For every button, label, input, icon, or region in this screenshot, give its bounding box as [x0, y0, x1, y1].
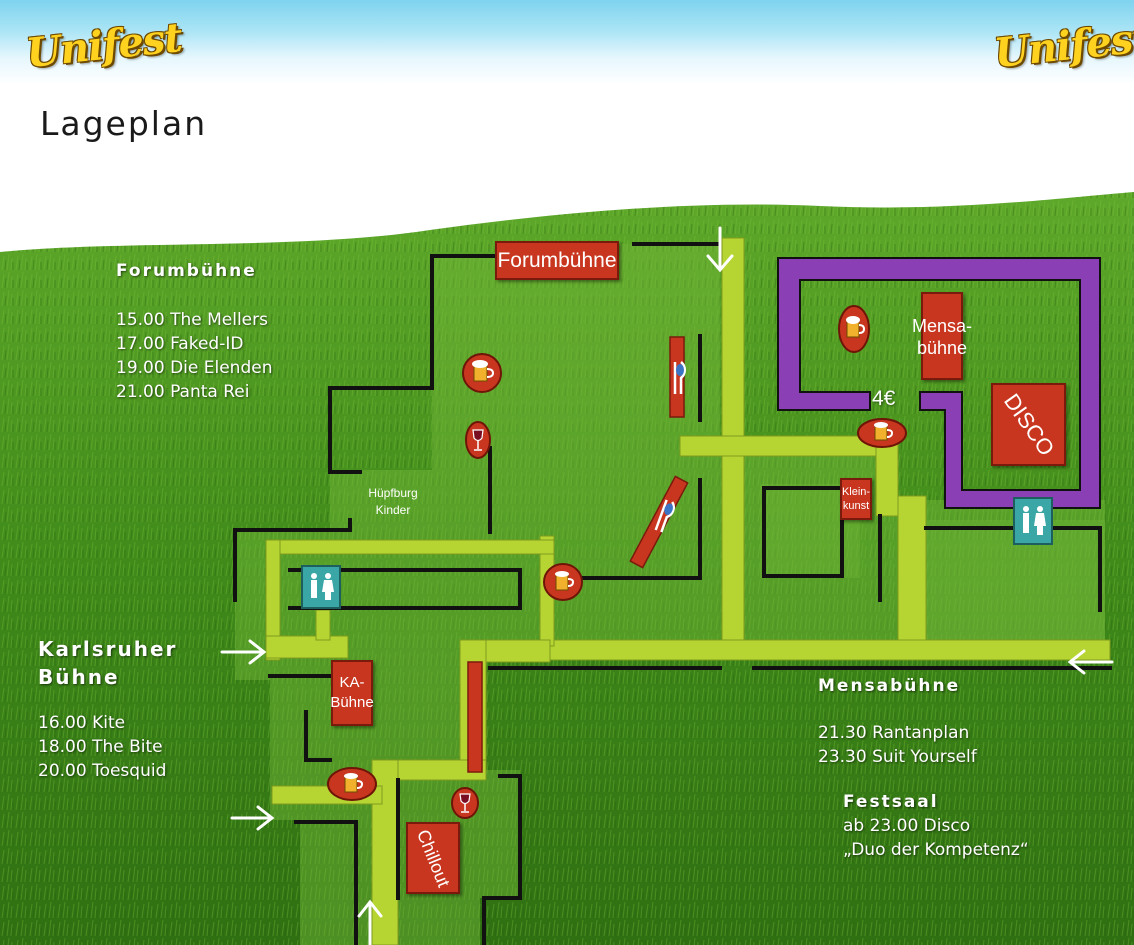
chillout-text: Chillout: [412, 826, 454, 890]
building-walls: [233, 242, 1112, 945]
schedule-item: 21.30 Rantanplan: [818, 723, 970, 743]
label-line: bühne: [916, 338, 968, 358]
beer-icon: [857, 418, 907, 448]
price-label: 4€: [872, 387, 896, 410]
karlsruher-stage-schedule: 16.00 Kite 18.00 The Bite 20.00 Toesquid: [38, 711, 166, 783]
forum-stage-schedule: 15.00 The Mellers 17.00 Faked-ID 19.00 D…: [116, 308, 272, 404]
kleinkunst-label: Klein- kunst: [840, 478, 872, 520]
label-line: kunst: [842, 500, 870, 512]
schedule-item: 17.00 Faked-ID: [116, 334, 244, 354]
disco-text: DISCO: [998, 388, 1060, 460]
ka-buehne-label: KA- Bühne: [330, 660, 374, 726]
schedule-item: 18.00 The Bite: [38, 737, 163, 757]
entrance-arrow-icon: [706, 226, 734, 273]
forumbuehne-label: Forumbühne: [495, 241, 619, 280]
beer-icon: [838, 305, 870, 353]
label-line: KA-: [339, 674, 365, 691]
beer-icon: [462, 353, 502, 393]
schedule-item: 21.00 Panta Rei: [116, 382, 250, 402]
entrance-arrow-icon: [1067, 649, 1114, 675]
schedule-item: 16.00 Kite: [38, 713, 126, 733]
label-line: Mensa-: [911, 316, 973, 336]
schedule-item: 23.30 Suit Yourself: [818, 747, 977, 767]
mensa-stage-schedule: 21.30 Rantanplan 23.30 Suit Yourself: [818, 721, 977, 769]
sky-banner: [0, 0, 1134, 110]
festsaal-schedule: ab 23.00 Disco „Duo der Kompetenz“: [843, 814, 1029, 862]
schedule-item: ab 23.00 Disco: [843, 816, 971, 836]
forum-stage-heading: Forumbühne: [116, 261, 257, 281]
page-title: Lageplan: [40, 104, 208, 143]
karlsruher-stage-heading: Karlsruher Bühne: [38, 635, 177, 691]
toilet-icon: [1013, 497, 1053, 545]
disco-label: DISCO: [991, 383, 1066, 466]
entrance-arrow-icon: [230, 805, 275, 831]
mensabuehne-label: Mensa- bühne: [912, 292, 972, 380]
label-line: Kinder: [375, 503, 411, 517]
mensa-stage-heading: Mensabühne: [818, 676, 961, 696]
label-line: Klein-: [841, 486, 871, 498]
toilet-icon: [301, 565, 341, 609]
cutlery-icon: [654, 499, 675, 533]
schedule-item: „Duo der Kompetenz“: [843, 840, 1029, 860]
huepfburg-kinder-label: Hüpfburg Kinder: [368, 483, 418, 521]
cutlery-icon: [673, 361, 686, 394]
mensa-area: [777, 257, 1101, 509]
chillout-label: Chillout: [406, 822, 460, 894]
heading-line: Bühne: [38, 665, 120, 689]
schedule-item: 19.00 Die Elenden: [116, 358, 273, 378]
heading-line: Karlsruher: [38, 637, 178, 661]
label-line: Bühne: [330, 694, 374, 711]
schedule-item: 15.00 The Mellers: [116, 310, 268, 330]
wine-icon: [451, 787, 479, 819]
beer-icon: [543, 563, 583, 601]
schedule-item: 20.00 Toesquid: [38, 761, 167, 781]
entrance-arrow-icon: [220, 639, 267, 665]
festsaal-heading: Festsaal: [843, 792, 939, 812]
beer-icon: [327, 767, 377, 801]
label-line: Hüpfburg: [368, 486, 418, 500]
entrance-arrow-icon: [357, 899, 383, 945]
wine-icon: [465, 421, 491, 459]
